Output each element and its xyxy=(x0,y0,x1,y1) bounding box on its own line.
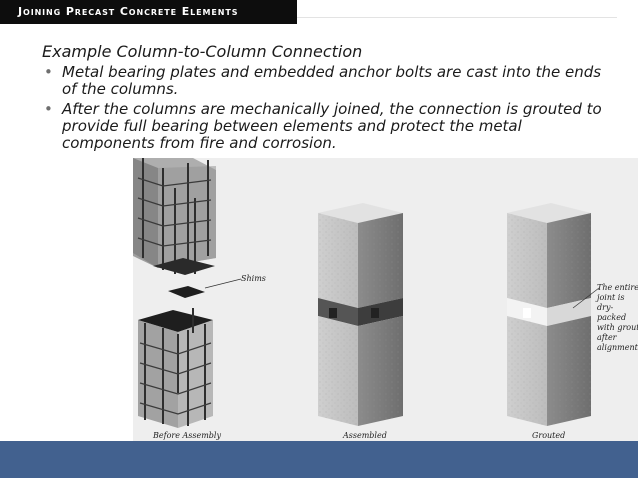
bullet-item: • After the columns are mechanically joi… xyxy=(44,101,619,152)
title-underline xyxy=(297,17,617,18)
slide-heading: Example Column-to-Column Connection xyxy=(42,42,363,61)
bullet-text: Metal bearing plates and embedded anchor… xyxy=(62,63,602,98)
lower-column-cage xyxy=(138,308,213,428)
shim-plate xyxy=(168,286,205,298)
assembled-label: Assembled xyxy=(343,431,387,440)
illustration-drawing xyxy=(133,158,600,428)
shims-label: Shims xyxy=(241,274,266,283)
bullet-list: • Metal bearing plates and embedded anch… xyxy=(44,64,619,155)
section-title-bar: Joining Precast Concrete Elements xyxy=(0,0,297,24)
grouted-column xyxy=(507,203,600,426)
section-title: Joining Precast Concrete Elements xyxy=(18,5,239,18)
bullet-text: After the columns are mechanically joine… xyxy=(62,100,602,152)
upper-column-cage xyxy=(133,158,216,275)
note-leader-line xyxy=(572,287,600,309)
grout-note: The entire joint is dry-packed with grou… xyxy=(597,283,638,352)
bullet-icon: • xyxy=(44,63,53,81)
before-assembly-label: Before Assembly xyxy=(153,431,221,440)
bullet-item: • Metal bearing plates and embedded anch… xyxy=(44,64,619,98)
shims-leader-line xyxy=(204,278,242,289)
grouted-label: Grouted xyxy=(532,431,566,440)
bullet-icon: • xyxy=(44,100,53,118)
footer-bar xyxy=(0,441,638,478)
assembled-column xyxy=(318,203,403,426)
connection-illustration: Shims Before Assembly Assembled Grouted … xyxy=(133,158,638,444)
